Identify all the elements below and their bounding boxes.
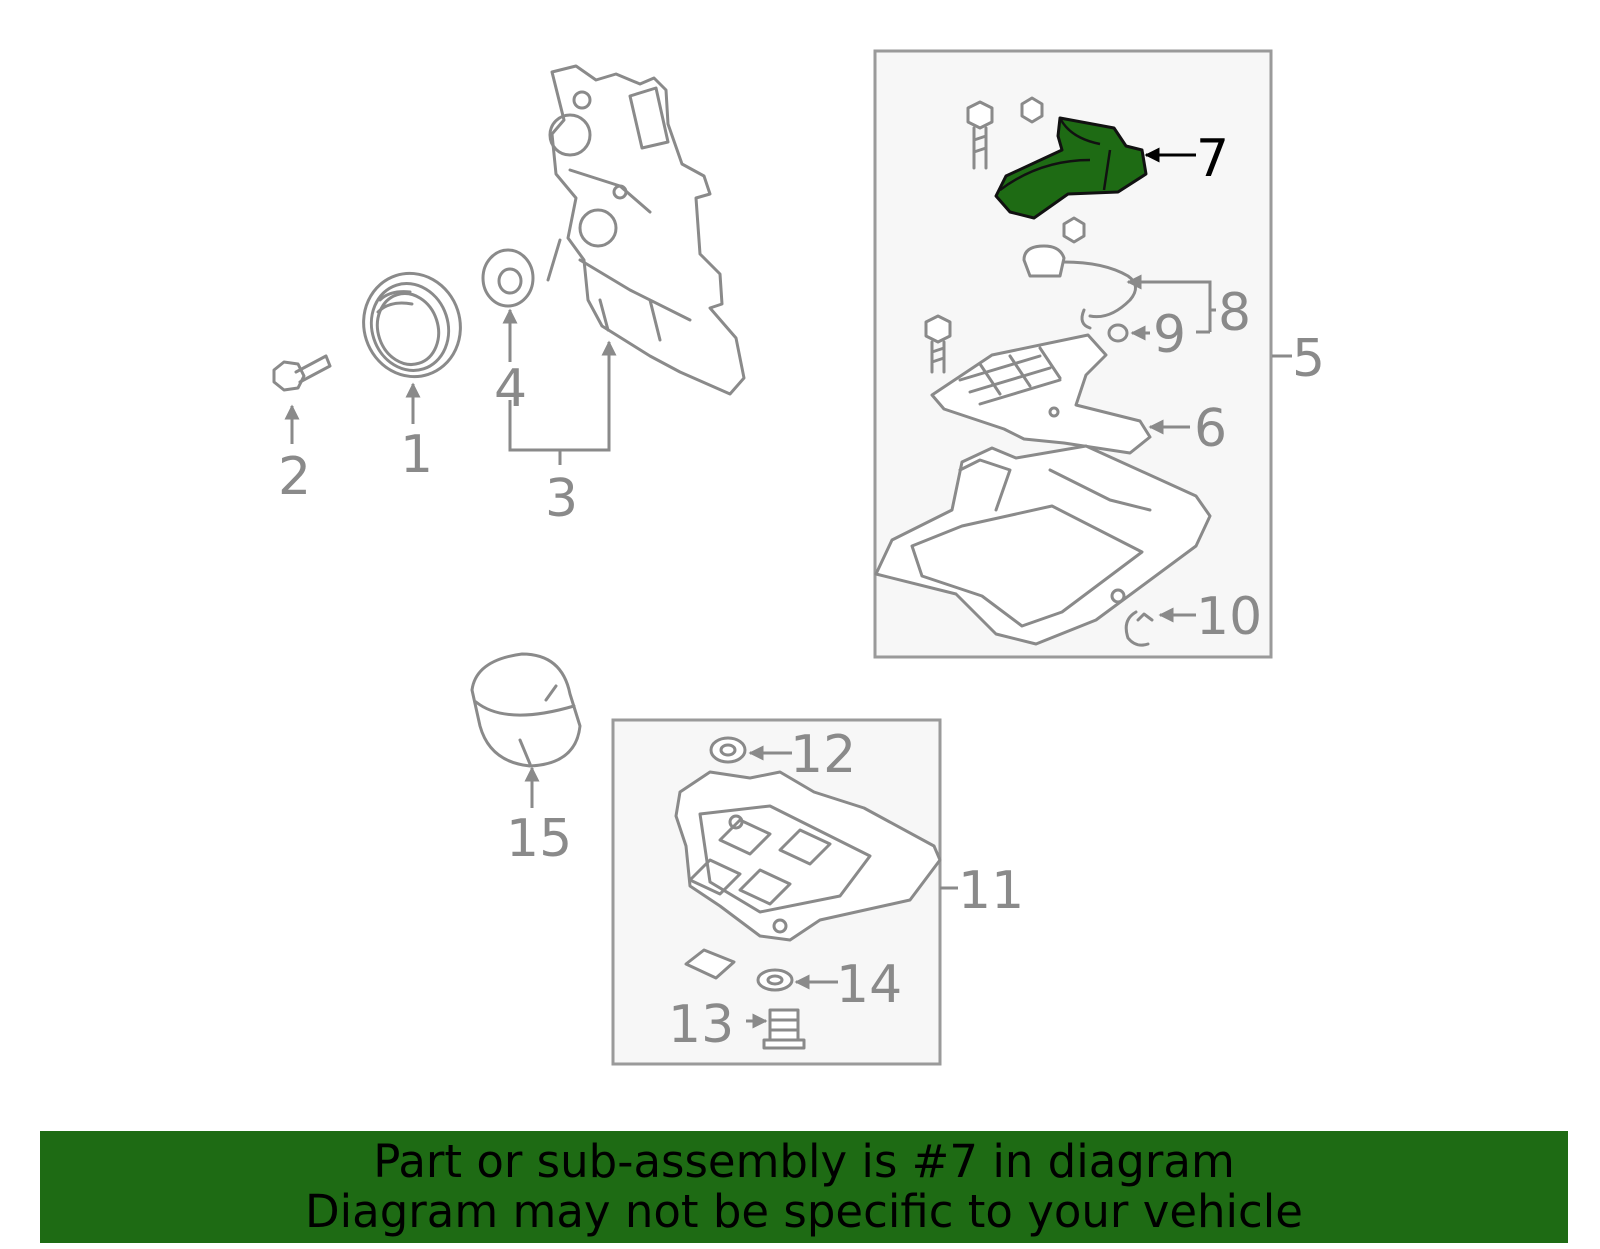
callout-13: 13 xyxy=(668,995,734,1055)
part-11-pan[interactable] xyxy=(674,770,942,942)
part-bolt-lower xyxy=(924,314,952,374)
part-6-baffle[interactable] xyxy=(930,333,1152,455)
part-15-oil-filter[interactable] xyxy=(470,652,582,768)
callout-10: 10 xyxy=(1196,587,1262,647)
callout-11: 11 xyxy=(958,861,1024,921)
part-2-bolt[interactable] xyxy=(272,354,332,392)
part-8-sensor[interactable] xyxy=(1022,244,1137,330)
part-small-gasket xyxy=(684,948,736,980)
callout-9: 9 xyxy=(1153,305,1186,365)
part-9-oring[interactable] xyxy=(1107,323,1129,343)
part-7-highlighted[interactable] xyxy=(994,116,1148,220)
part-oil-pan[interactable] xyxy=(874,444,1212,646)
callout-7: 7 xyxy=(1196,129,1229,189)
part-nut-upper xyxy=(1020,96,1044,124)
part-nut-middle xyxy=(1062,216,1086,244)
part-13-drain-plug[interactable] xyxy=(762,1008,806,1050)
part-10-clip[interactable] xyxy=(1124,610,1154,647)
callout-4: 4 xyxy=(494,359,527,419)
callout-14: 14 xyxy=(836,955,902,1015)
callout-3: 3 xyxy=(545,469,578,529)
callout-2: 2 xyxy=(278,447,311,507)
banner-line-2: Diagram may not be specific to your vehi… xyxy=(305,1185,1303,1238)
part-1-pulley[interactable] xyxy=(350,261,473,390)
info-banner: Part or sub-assembly is #7 in diagram Di… xyxy=(40,1131,1568,1243)
part-14-washer[interactable] xyxy=(756,968,794,992)
callout-15: 15 xyxy=(506,809,572,869)
part-12-washer[interactable] xyxy=(709,736,747,764)
callout-1: 1 xyxy=(400,425,433,485)
part-bolt-upper xyxy=(966,100,994,170)
callout-8: 8 xyxy=(1218,283,1251,343)
callout-6: 6 xyxy=(1194,399,1227,459)
part-4-seal[interactable] xyxy=(481,248,535,308)
callout-12: 12 xyxy=(790,725,856,785)
part-3-timing-cover[interactable] xyxy=(546,64,746,396)
banner-line-1: Part or sub-assembly is #7 in diagram xyxy=(373,1135,1235,1188)
callout-5: 5 xyxy=(1292,329,1325,389)
parts-diagram: 1 2 3 4 5 6 7 8 9 10 11 12 13 14 15 xyxy=(272,49,1325,1066)
